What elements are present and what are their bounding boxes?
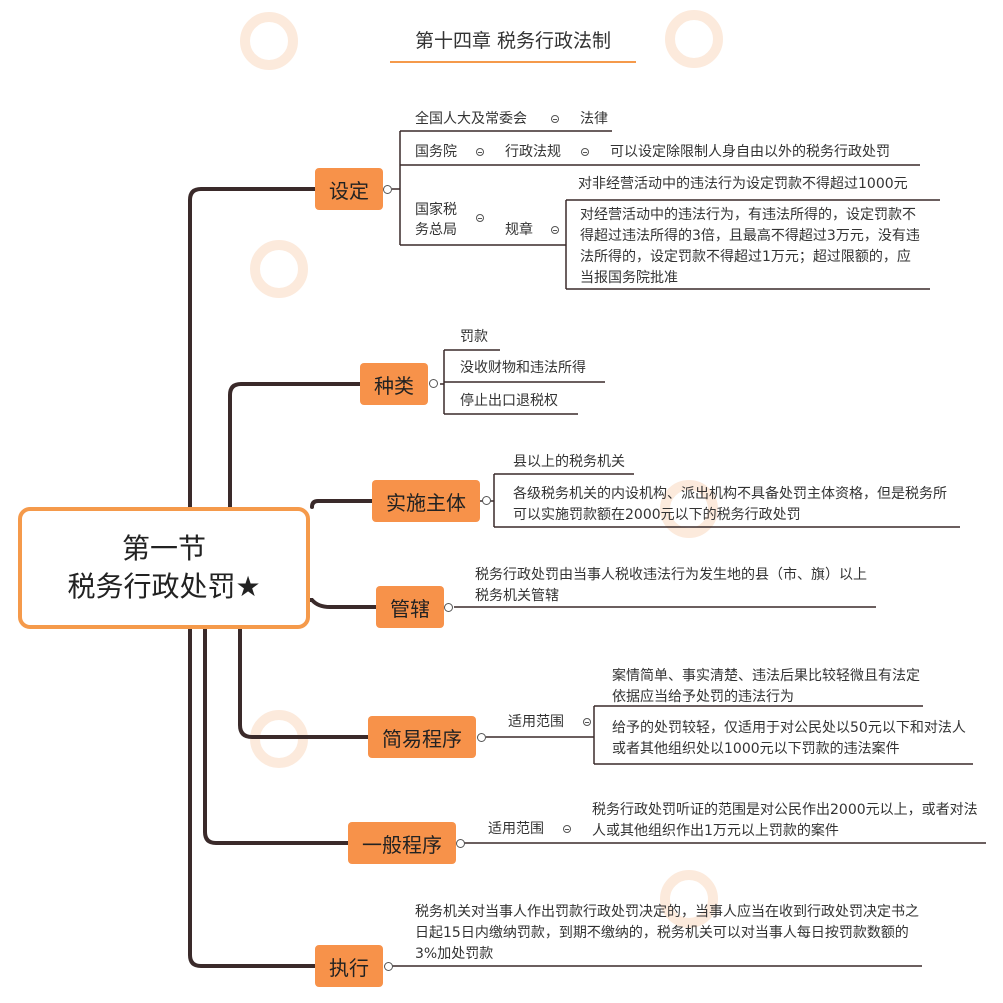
node-sheding[interactable]: 设定 <box>315 168 383 210</box>
label-xingzhengfagui: 行政法规 <box>505 144 561 160</box>
label-guizhang: 规章 <box>505 222 533 238</box>
node-jianyichengxu[interactable]: 简易程序 <box>368 716 476 758</box>
node-label: 实施主体 <box>386 490 466 515</box>
node-zhixing[interactable]: 执行 <box>315 945 383 987</box>
collapse-toggle-icon[interactable] <box>444 603 453 612</box>
label-zongju-1: 国家税 <box>415 202 457 218</box>
text-guizhang-1: 对非经营活动中的违法行为设定罚款不得超过1000元 <box>578 176 908 192</box>
text-guizhang-2: 对经营活动中的违法行为，有违法所得的，设定罚款不得超过违法所得的3倍，且最高不得… <box>580 207 920 286</box>
item-xianyishang: 县以上的税务机关 <box>513 454 625 470</box>
root-line2: 税务行政处罚★ <box>67 570 261 603</box>
text-zhixing: 税务机关对当事人作出罚款行政处罚决定的，当事人应当在收到行政处罚决定书之日起15… <box>415 904 919 962</box>
node-label: 种类 <box>374 373 414 398</box>
item-fakuan: 罚款 <box>460 329 488 345</box>
collapse-icon[interactable] <box>476 148 484 156</box>
node-yibanchengxu[interactable]: 一般程序 <box>348 822 456 864</box>
collapse-toggle-icon[interactable] <box>482 496 491 505</box>
text-jianyi-2: 给予的处罚较轻，仅适用于对公民处以50元以下和对法人或者其他组织处以1000元以… <box>612 720 966 757</box>
item-tingzhi: 停止出口退税权 <box>460 393 558 409</box>
label-shiyongfanwei: 适用范围 <box>508 714 564 730</box>
collapse-icon[interactable] <box>551 226 559 234</box>
collapse-toggle-icon[interactable] <box>429 379 438 388</box>
label-shiyongfanwei: 适用范围 <box>488 821 544 837</box>
collapse-toggle-icon[interactable] <box>383 185 392 194</box>
text-yiban: 税务行政处罚听证的范围是对公民作出2000元以上，或者对法人或其他组织作出1万元… <box>592 802 978 839</box>
root-node[interactable]: 第一节 税务行政处罚★ <box>18 507 310 629</box>
collapse-icon[interactable] <box>551 115 559 123</box>
collapse-icon[interactable] <box>581 148 589 156</box>
label-falv: 法律 <box>580 111 608 127</box>
text-xingzhengfagui: 可以设定除限制人身自由以外的税务行政处罚 <box>610 144 890 160</box>
label-quanguo: 全国人大及常委会 <box>415 111 527 127</box>
node-label: 管辖 <box>390 596 430 621</box>
collapse-toggle-icon[interactable] <box>384 962 393 971</box>
page-title: 第十四章 税务行政法制 <box>390 26 636 63</box>
collapse-icon[interactable] <box>583 718 591 726</box>
node-shishizhuti[interactable]: 实施主体 <box>372 480 480 522</box>
node-label: 执行 <box>329 955 369 980</box>
node-guanxia[interactable]: 管辖 <box>376 586 444 628</box>
label-zongju-2: 务总局 <box>415 222 457 238</box>
label-guowuyuan: 国务院 <box>415 144 457 160</box>
collapse-icon[interactable] <box>476 214 484 222</box>
node-label: 简易程序 <box>382 726 462 751</box>
node-label: 一般程序 <box>362 832 442 857</box>
item-moshou: 没收财物和违法所得 <box>460 360 586 376</box>
root-line1: 第一节 <box>121 532 206 565</box>
collapse-toggle-icon[interactable] <box>456 839 465 848</box>
collapse-icon[interactable] <box>563 825 571 833</box>
item-neishe: 各级税务机关的内设机构、派出机构不具备处罚主体资格，但是税务所可以实施罚款额在2… <box>513 486 947 523</box>
node-label: 设定 <box>329 178 369 203</box>
text-jianyi-1: 案情简单、事实清楚、违法后果比较轻微且有法定依据应当给予处罚的违法行为 <box>612 668 920 705</box>
node-zhonglei[interactable]: 种类 <box>360 363 428 405</box>
collapse-toggle-icon[interactable] <box>477 733 486 742</box>
text-guanxia: 税务行政处罚由当事人税收违法行为发生地的县（市、旗）以上税务机关管辖 <box>475 567 867 604</box>
